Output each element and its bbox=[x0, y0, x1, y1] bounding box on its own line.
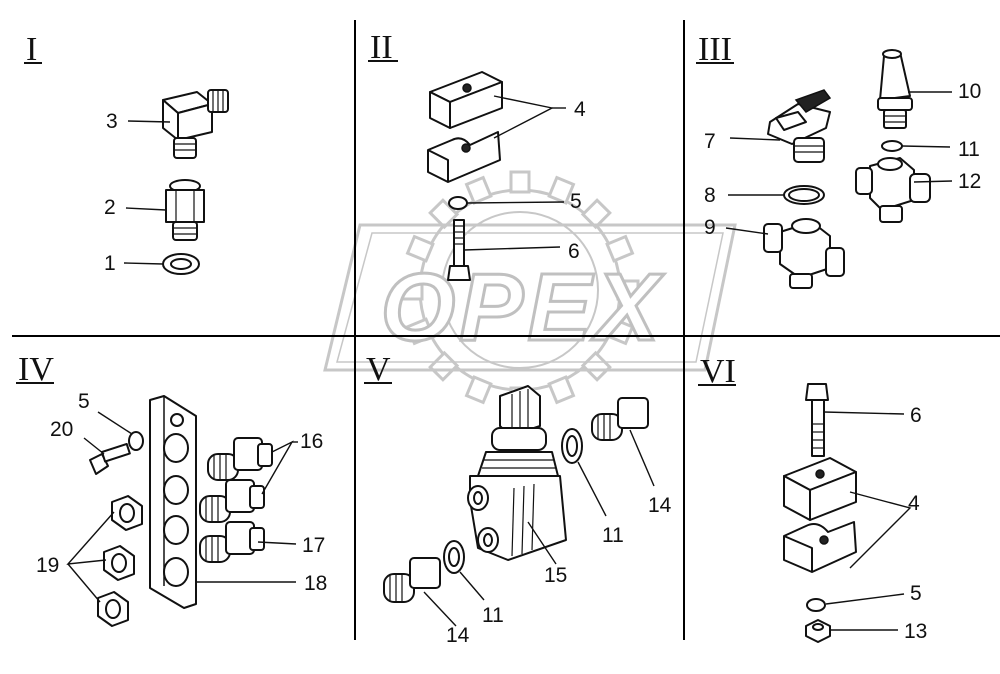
clamp-block-icon bbox=[429, 71, 503, 129]
hex-nut-icon bbox=[805, 619, 831, 643]
callout-15: 15 bbox=[544, 564, 567, 587]
clamp-block-icon bbox=[427, 131, 501, 183]
callout-10: 10 bbox=[958, 80, 981, 103]
gear-tooth bbox=[464, 375, 493, 405]
callout-1: 1 bbox=[104, 252, 116, 275]
bolt-icon bbox=[805, 383, 829, 457]
gear-icon bbox=[400, 170, 640, 410]
watermark: OPEX bbox=[323, 170, 737, 410]
valve-cap-icon bbox=[877, 49, 913, 129]
section-iii: 10 7 11 12 8 bbox=[704, 49, 981, 289]
section-label-vi: VI bbox=[698, 353, 736, 390]
washer-icon bbox=[162, 253, 200, 275]
adapter-fitting-icon bbox=[199, 521, 265, 563]
gear-tooth bbox=[428, 350, 460, 382]
section-label-v: V bbox=[364, 351, 392, 388]
callout-18: 18 bbox=[304, 572, 327, 595]
watermark-frame bbox=[323, 223, 737, 372]
gear-tooth bbox=[400, 279, 424, 301]
adapter-fitting-icon bbox=[207, 437, 273, 481]
callout-11: 11 bbox=[482, 604, 504, 627]
callout-14: 14 bbox=[648, 494, 672, 517]
section-iv: 18 5 20 bbox=[36, 390, 327, 627]
svg-text:IV: IV bbox=[18, 351, 54, 388]
o-ring-icon bbox=[783, 185, 825, 205]
washer-icon bbox=[443, 540, 465, 574]
cross-fitting-icon bbox=[763, 218, 845, 289]
washer-icon bbox=[561, 428, 583, 464]
callout-17: 17 bbox=[302, 534, 325, 557]
gear-tooth bbox=[605, 234, 635, 263]
clamp-block-icon bbox=[783, 457, 857, 521]
union-nut-icon bbox=[165, 179, 205, 241]
gear-tooth bbox=[547, 175, 576, 205]
svg-text:V: V bbox=[366, 351, 391, 388]
svg-text:II: II bbox=[370, 29, 393, 66]
section-label-iii: III bbox=[696, 31, 734, 68]
callout-12: 12 bbox=[958, 170, 981, 193]
callout-7: 7 bbox=[704, 130, 716, 153]
svg-text:I: I bbox=[26, 31, 37, 68]
section-label-i: I bbox=[24, 31, 42, 68]
callout-5: 5 bbox=[910, 582, 922, 605]
gear-tooth bbox=[464, 175, 493, 205]
gear-tooth bbox=[428, 198, 460, 230]
callout-4: 4 bbox=[908, 492, 920, 515]
callout-9: 9 bbox=[704, 216, 716, 239]
callout-11: 11 bbox=[602, 524, 624, 547]
section-v: 15 14 11 11 14 bbox=[383, 385, 672, 647]
svg-text:III: III bbox=[698, 31, 732, 68]
elbow-fitting-icon bbox=[162, 89, 229, 159]
section-i: 3 2 1 bbox=[104, 89, 229, 275]
washer-icon bbox=[448, 196, 468, 210]
callout-5: 5 bbox=[570, 190, 582, 213]
clamp-block-icon bbox=[783, 521, 857, 573]
callout-4: 4 bbox=[574, 98, 586, 121]
mounting-plate-icon bbox=[149, 395, 197, 609]
gear-tooth bbox=[616, 279, 640, 301]
callout-16: 16 bbox=[300, 430, 323, 453]
drain-cock-icon bbox=[767, 89, 832, 163]
gear-tooth bbox=[580, 198, 612, 230]
callout-6: 6 bbox=[910, 404, 922, 427]
hex-nut-icon bbox=[97, 591, 129, 627]
callout-20: 20 bbox=[50, 418, 73, 441]
section-label-iv: IV bbox=[16, 351, 54, 388]
callout-6: 6 bbox=[568, 240, 580, 263]
section-label-ii: II bbox=[368, 29, 398, 66]
adapter-fitting-icon bbox=[591, 397, 649, 441]
callout-14: 14 bbox=[446, 624, 470, 647]
hex-nut-icon bbox=[103, 545, 135, 581]
valve-body-icon bbox=[467, 385, 567, 561]
watermark-text: OPEX bbox=[381, 254, 665, 361]
callout-19: 19 bbox=[36, 554, 59, 577]
section-vi: 6 4 5 13 bbox=[783, 383, 927, 643]
svg-text:VI: VI bbox=[700, 353, 736, 390]
bolt-icon bbox=[89, 442, 131, 475]
gear-tooth bbox=[509, 170, 531, 194]
callout-13: 13 bbox=[904, 620, 927, 643]
callout-11: 11 bbox=[958, 138, 980, 161]
adapter-fitting-icon bbox=[383, 557, 441, 603]
washer-icon bbox=[128, 431, 144, 451]
washer-icon bbox=[881, 140, 903, 152]
section-ii: 4 5 6 bbox=[427, 71, 586, 281]
gear-tooth bbox=[405, 234, 435, 263]
callout-8: 8 bbox=[704, 184, 716, 207]
callout-5: 5 bbox=[78, 390, 90, 413]
adapter-fitting-icon bbox=[199, 479, 265, 523]
gear-tooth bbox=[547, 375, 576, 405]
washer-icon bbox=[806, 598, 826, 612]
callout-3: 3 bbox=[106, 110, 118, 133]
bolt-icon bbox=[447, 219, 471, 281]
gear-tooth bbox=[580, 350, 612, 382]
hex-nut-icon bbox=[111, 495, 143, 531]
tee-fitting-icon bbox=[855, 157, 931, 223]
callout-2: 2 bbox=[104, 196, 116, 219]
